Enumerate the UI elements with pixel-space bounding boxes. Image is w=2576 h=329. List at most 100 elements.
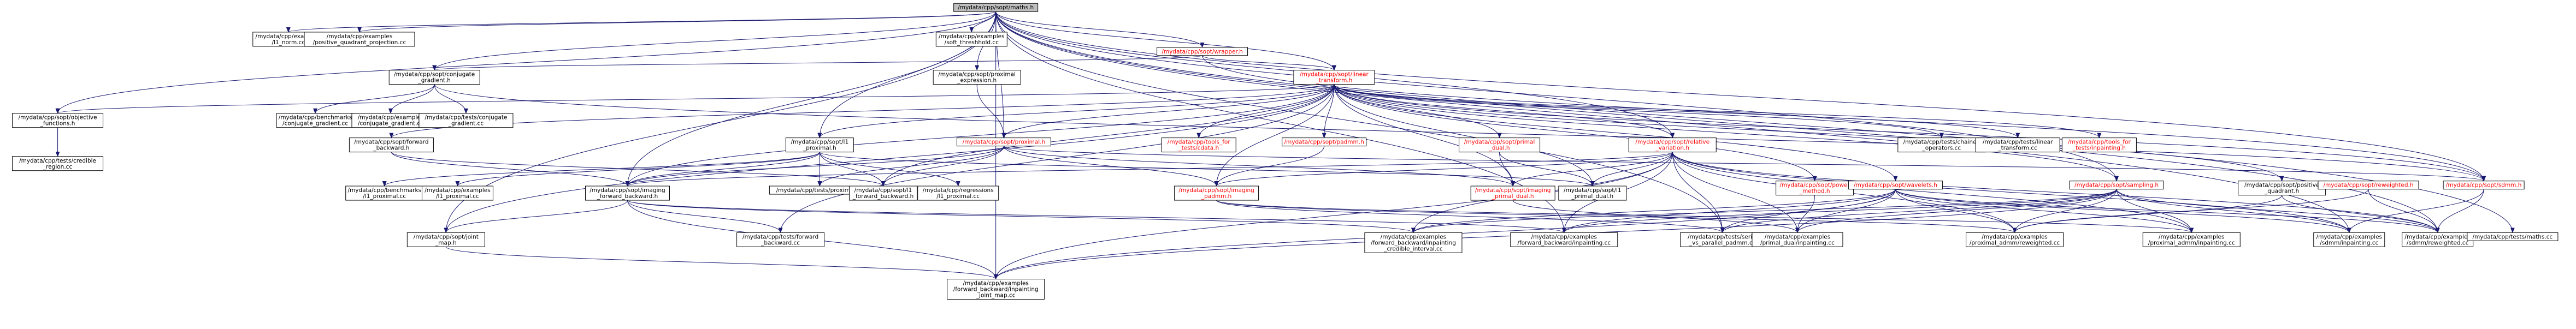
edge-maths-h-to-tests-serial-padmm xyxy=(995,11,1725,234)
node-box xyxy=(2238,181,2326,196)
node-tests-maths[interactable]: /mydata/cpp/tests/maths.cc xyxy=(2467,232,2559,241)
edge-sampling-h-to-ex-prox-admm-reweighted xyxy=(2012,189,2117,234)
node-label-line: _gradient.h xyxy=(417,77,450,84)
node-sampling-h[interactable]: /mydata/cpp/sopt/sampling.h xyxy=(2069,181,2164,190)
node-ex-fb-inpainting-joint-map[interactable]: /mydata/cpp/examples/forward_backward/in… xyxy=(947,279,1045,300)
node-label-line: /proximal_admm/reweighted.cc xyxy=(1970,240,2060,246)
node-ex-fb-inpainting-credible[interactable]: /mydata/cpp/examples/forward_backward/in… xyxy=(1364,232,1463,253)
node-proximal-h[interactable]: /mydata/cpp/sopt/proximal.h xyxy=(956,137,1051,147)
node-label-line: _forward_backward.h xyxy=(852,193,914,200)
node-box xyxy=(1628,137,1717,153)
node-label-line: /mydata/cpp/sopt/wrapper.h xyxy=(1162,49,1243,55)
node-tests-chained-ops[interactable]: /mydata/cpp/tests/chained_operators.cc xyxy=(1897,137,1986,153)
node-label-line: /mydata/cpp/tests/chained xyxy=(1903,139,1980,146)
node-label-line: _quadrant.h xyxy=(2264,188,2299,195)
node-label-line: /mydata/cpp/sopt/power xyxy=(1779,182,1850,189)
node-forward-backward-h[interactable]: /mydata/cpp/sopt/forward_backward.h xyxy=(349,137,434,153)
node-label-line: _variation.h xyxy=(1655,145,1689,152)
node-ex-l1-prox[interactable]: /mydata/cpp/examples/l1_proximal.cc xyxy=(421,186,493,201)
node-tests-conj-grad[interactable]: /mydata/cpp/tests/conjugate_gradient.cc xyxy=(418,113,514,128)
node-sdmm-h[interactable]: /mydata/cpp/sopt/sdmm.h xyxy=(2443,181,2525,190)
node-box xyxy=(1966,232,2064,247)
node-tests-l1-fb[interactable]: /mydata/cpp/sopt/l1_forward_backward.h xyxy=(848,186,917,201)
node-tools-for-tests-inpainting[interactable]: /mydata/cpp/tools_for_tests/inpainting.h xyxy=(2061,137,2137,153)
edge-imaging-fb-h-to-tests-forward-backward xyxy=(627,200,783,234)
node-ex-sdmm-inpainting[interactable]: /mydata/cpp/examples/sdmm/inpainting.cc xyxy=(2313,232,2385,247)
node-bench-l1-prox[interactable]: /mydata/cpp/benchmarks/l1_proximal.cc xyxy=(345,186,424,201)
node-ex-conj-grad[interactable]: /mydata/cpp/examples/conjugate_gradient.… xyxy=(351,113,430,128)
node-linear-transform-h[interactable]: /mydata/cpp/sopt/linear_transform.h xyxy=(1293,70,1375,85)
node-joint-map-h[interactable]: /mydata/cpp/sopt/joint_map.h xyxy=(406,232,485,247)
node-relative-variation-h[interactable]: /mydata/cpp/sopt/relative_variation.h xyxy=(1628,137,1717,153)
node-tools-for-tests-h[interactable]: /mydata/cpp/tools_for_tests/cdata.h xyxy=(1161,137,1236,153)
node-box xyxy=(1470,186,1555,201)
node-tests-forward-backward[interactable]: /mydata/cpp/tests/forward_backward.cc xyxy=(736,232,825,247)
node-ex-fb-inpainting[interactable]: /mydata/cpp/examples/forward_backward/in… xyxy=(1510,232,1618,247)
node-tests-proximal[interactable]: /mydata/cpp/tests/proximal.cc xyxy=(769,186,870,195)
node-box xyxy=(1364,232,1463,253)
node-label-line: /mydata/cpp/sopt/joint xyxy=(414,234,479,240)
node-wavelets-h[interactable]: /mydata/cpp/sopt/wavelets.h xyxy=(1848,181,1943,190)
node-ex-pd-inpainting[interactable]: /mydata/cpp/examples/primal_dual/inpaint… xyxy=(1752,232,1843,247)
node-ex-soft-thresh[interactable]: /mydata/cpp/examples/soft_threshhold.cc xyxy=(935,32,1007,47)
node-ex-prox-admm-reweighted[interactable]: /mydata/cpp/examples/proximal_admm/rewei… xyxy=(1966,232,2064,247)
node-tests-linear-transform[interactable]: /mydata/cpp/tests/linear_transform.cc xyxy=(1975,137,2060,153)
node-label-line: /mydata/cpp/tests/linear xyxy=(1983,139,2053,146)
node-box xyxy=(933,70,1021,85)
node-label-line: /mydata/cpp/regressions xyxy=(923,187,994,194)
node-label-line: /primal_dual/inpainting.cc xyxy=(1760,240,1835,246)
node-tests-regressions[interactable]: /mydata/cpp/regressions/l1_proximal.cc xyxy=(917,186,999,201)
edge-primal-dual-h-to-imaging-pd-h xyxy=(1499,152,1516,187)
node-label-line: /mydata/cpp/sopt/sdmm.h xyxy=(2446,182,2522,189)
edge-proximal-h-to-sdmm-h xyxy=(1003,146,2486,182)
node-label-line: /mydata/cpp/sopt/maths.h xyxy=(958,4,1034,11)
node-label-line: /mydata/cpp/sopt/wavelets.h xyxy=(1854,182,1937,189)
node-wrapper-h[interactable]: /mydata/cpp/sopt/wrapper.h xyxy=(1157,47,1248,56)
node-box xyxy=(276,113,355,128)
node-label-line: _transform.cc xyxy=(1997,145,2037,152)
node-label-line: /mydata/cpp/tests/forward xyxy=(742,234,818,240)
node-maths-h: /mydata/cpp/sopt/maths.h xyxy=(953,3,1039,12)
node-box xyxy=(935,32,1007,47)
node-label-line: /sdmm/reweighted.cc xyxy=(2407,240,2469,246)
node-positive-quadrant-h[interactable]: /mydata/cpp/sopt/positive_quadrant.h xyxy=(2238,181,2326,196)
node-power-method-h[interactable]: /mydata/cpp/sopt/power_method.h xyxy=(1776,181,1854,196)
node-bench-conj-grad[interactable]: /mydata/cpp/benchmarks/conjugate_gradien… xyxy=(276,113,355,128)
node-label-line: _map.h xyxy=(435,240,457,246)
node-ex-pos-quad-proj[interactable]: /mydata/cpp/examples/positive_quadrant_p… xyxy=(304,32,415,47)
edge-padmm-h-to-imaging-padmm-h xyxy=(1214,146,1325,187)
node-imaging-fb-h[interactable]: /mydata/cpp/sopt/imaging_forward_backwar… xyxy=(585,186,670,201)
node-label-line: _gradient.cc xyxy=(448,121,484,127)
node-label-line: /mydata/cpp/sopt/padmm.h xyxy=(1284,139,1364,146)
node-box xyxy=(1752,232,1843,247)
node-label-line: _primal_dual.h xyxy=(1492,193,1534,200)
node-ex-sdmm-reweighted[interactable]: /mydata/cpp/examples/sdmm/reweighted.cc xyxy=(2402,232,2474,247)
node-label-line: /forward_backward/inpainting xyxy=(1371,240,1456,246)
edge-maths-h-to-ex-l1-norm xyxy=(286,11,997,33)
node-reweighted-h[interactable]: /mydata/cpp/sopt/reweighted.h xyxy=(2318,181,2419,190)
edge-conj-grad-h-to-tests-conj-grad xyxy=(434,84,468,114)
edge-linear-transform-h-to-imaging-pd-h xyxy=(1334,84,1516,187)
node-box xyxy=(1282,137,1367,147)
node-imaging-padmm-h[interactable]: /mydata/cpp/sopt/imaging_padmm.h xyxy=(1174,186,1259,201)
node-label-line: /mydata/cpp/tests/maths.cc xyxy=(2472,234,2553,240)
edge-l1-proximal-h-to-imaging-fb-h xyxy=(625,152,820,187)
edge-conj-grad-h-to-bench-conj-grad xyxy=(313,84,435,114)
node-padmm-h[interactable]: /mydata/cpp/sopt/padmm.h xyxy=(1282,137,1367,147)
node-objective-functions-h[interactable]: /mydata/cpp/sopt/objective_functions.h xyxy=(12,113,104,128)
node-box xyxy=(953,3,1039,12)
node-primal-dual-h[interactable]: /mydata/cpp/sopt/primal_dual.h xyxy=(1459,137,1541,153)
node-conj-grad-h[interactable]: /mydata/cpp/sopt/conjugate_gradient.h xyxy=(388,70,480,85)
edge-conj-grad-h-to-sdmm-h xyxy=(434,84,2486,182)
edge-sdmm-h-to-ex-sdmm-inpainting xyxy=(2347,189,2484,234)
node-tests-credible-region[interactable]: /mydata/cpp/tests/credible_region.cc xyxy=(12,156,104,171)
node-imaging-pd-h[interactable]: /mydata/cpp/sopt/imaging_primal_dual.h xyxy=(1470,186,1555,201)
node-box xyxy=(349,137,434,153)
node-ex-prox-admm-inpainting[interactable]: /mydata/cpp/examples/proximal_admm/inpai… xyxy=(2142,232,2241,247)
edge-linear-transform-h-to-sampling-h xyxy=(1334,84,2119,182)
node-l1-proximal-h[interactable]: /mydata/cpp/sopt/l1_proximal.h xyxy=(785,137,854,153)
node-label-line: /mydata/cpp/sopt/l1 xyxy=(1564,187,1622,194)
node-l1-primal-dual-h[interactable]: /mydata/cpp/sopt/l1_primal_dual.h xyxy=(1558,186,1627,201)
node-box xyxy=(1157,47,1248,56)
node-prox-expr-h[interactable]: /mydata/cpp/sopt/proximal_expression.h xyxy=(933,70,1021,85)
